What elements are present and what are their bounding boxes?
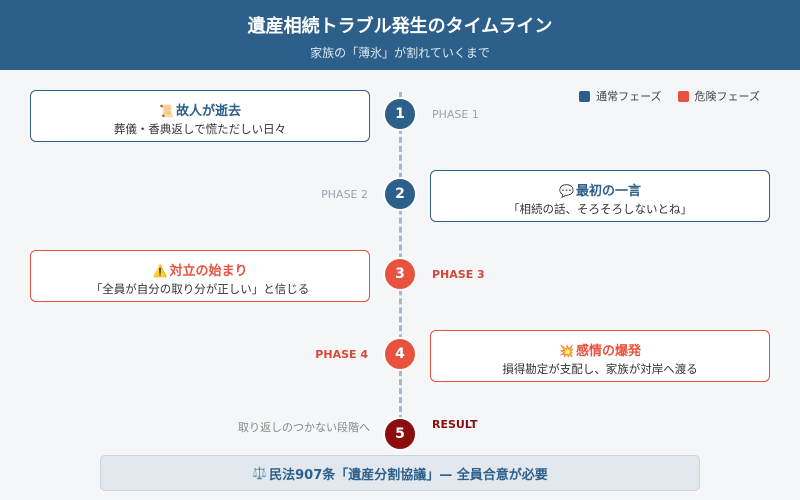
timeline-node-4: 4 — [383, 337, 417, 371]
phase-title-text: 故人が逝去 — [175, 104, 241, 119]
phase-card-3: ⚠️対立の始まり 「全員が自分の取り分が正しい」と信じる — [30, 250, 370, 302]
footer-note: ⚖️ 民法907条「遺産分割協議」— 全員合意が必要 — [100, 455, 700, 491]
result-label: RESULT — [432, 418, 478, 431]
legend-item-danger: 危険フェーズ — [677, 88, 760, 104]
timeline-node-2: 2 — [383, 177, 417, 211]
legend: 通常フェーズ 危険フェーズ — [579, 88, 760, 104]
phase-title-text: 最初の一言 — [575, 184, 641, 199]
timeline-node-number: 3 — [395, 266, 405, 282]
timeline-node-1: 1 — [383, 97, 417, 131]
phase-card-4: 💥感情の爆発 損得勘定が支配し、家族が対岸へ渡る — [430, 330, 770, 382]
timeline-node-number: 1 — [395, 106, 405, 122]
phase-label-4: PHASE 4 — [315, 348, 368, 361]
header: 遺産相続トラブル発生のタイムライン 家族の「薄氷」が割れていくまで — [0, 0, 800, 70]
phase-card-title: 💥感情の爆発 — [431, 340, 769, 359]
page-title: 遺産相続トラブル発生のタイムライン — [247, 16, 553, 37]
scales-icon: ⚖️ — [252, 466, 268, 480]
legend-item-normal: 通常フェーズ — [579, 88, 662, 104]
result-note: 取り返しのつかない段階へ — [238, 421, 370, 434]
phase-card-1: 📜故人が逝去 葬儀・香典返しで慌ただしい日々 — [30, 90, 370, 142]
scroll-icon: 📜 — [159, 104, 174, 118]
phase-card-2: 💬最初の一言 「相続の話、そろそろしないとね」 — [430, 170, 770, 222]
legend-swatch-normal — [579, 90, 591, 102]
warning-icon: ⚠️ — [152, 264, 168, 278]
phase-card-description: 損得勘定が支配し、家族が対岸へ渡る — [502, 362, 698, 376]
explosion-icon: 💥 — [559, 344, 574, 358]
legend-label-danger: 危険フェーズ — [694, 90, 760, 103]
speech-bubble-icon: 💬 — [559, 184, 574, 198]
phase-card-title: ⚠️対立の始まり — [31, 260, 369, 279]
phase-card-description: 「相続の話、そろそろしないとね」 — [508, 202, 692, 216]
timeline-node-number: 2 — [395, 186, 405, 202]
timeline-node-number: 5 — [395, 426, 405, 442]
phase-card-title: 💬最初の一言 — [431, 180, 769, 199]
phase-title-text: 感情の爆発 — [575, 344, 641, 359]
timeline-node-5: 5 — [383, 417, 417, 451]
legend-label-normal: 通常フェーズ — [596, 90, 662, 103]
phase-label-2: PHASE 2 — [321, 188, 368, 201]
phase-label-1: PHASE 1 — [432, 108, 479, 121]
phase-card-description: 葬儀・香典返しで慌ただしい日々 — [113, 122, 287, 136]
phase-card-description: 「全員が自分の取り分が正しい」と信じる — [90, 282, 310, 296]
page-subtitle: 家族の「薄氷」が割れていくまで — [310, 46, 490, 60]
timeline-node-3: 3 — [383, 257, 417, 291]
legend-swatch-danger — [677, 90, 689, 102]
phase-card-title: 📜故人が逝去 — [31, 100, 369, 119]
phase-label-3: PHASE 3 — [432, 268, 485, 281]
footer-text: 民法907条「遺産分割協議」— 全員合意が必要 — [269, 467, 548, 483]
phase-title-text: 対立の始まり — [169, 264, 248, 279]
timeline-node-number: 4 — [395, 346, 405, 362]
